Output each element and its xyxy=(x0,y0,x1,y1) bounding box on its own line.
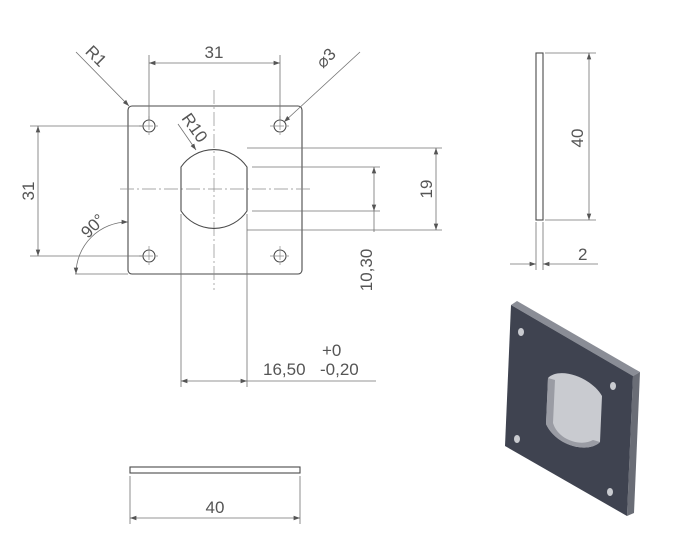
dim-text-width-31: 31 xyxy=(205,43,224,62)
iso-hole xyxy=(514,435,520,443)
dim-text-16-50: 16,50 xyxy=(263,360,306,379)
hole-centerlines xyxy=(139,116,290,266)
dim-text-r1: R1 xyxy=(81,42,110,71)
iso-hole xyxy=(607,488,613,496)
iso-hole xyxy=(518,328,524,336)
dim-text-height-31: 31 xyxy=(19,182,38,201)
iso-cutout xyxy=(546,373,602,448)
side-view: 40 2 xyxy=(510,52,598,270)
dim-text-side-40: 40 xyxy=(568,129,587,148)
dim-text-r10: R10 xyxy=(178,110,211,146)
angle-arc-90 xyxy=(73,219,129,275)
central-cutout xyxy=(180,149,248,229)
leader-r10 xyxy=(177,123,197,151)
iso-hole xyxy=(610,382,616,390)
tolerance-lower: -0,20 xyxy=(320,360,359,379)
top-view: 40 xyxy=(129,466,301,524)
iso-cutout-wall xyxy=(546,378,600,448)
plate-outline xyxy=(127,105,303,275)
dim-text-10-30: 10,30 xyxy=(357,249,376,292)
dim-text-hole-diameter: ⌀3 xyxy=(312,44,339,71)
leader-r1 xyxy=(75,51,130,107)
tolerance-upper: +0 xyxy=(322,341,341,360)
dim-text-thickness: 2 xyxy=(578,245,587,264)
leader-hole-diameter xyxy=(283,51,361,123)
dim-text-angle: 90° xyxy=(77,210,109,242)
dim-text-19: 19 xyxy=(417,180,436,199)
iso-right-edge xyxy=(627,372,640,516)
side-plate-outline xyxy=(535,52,544,221)
dim-text-top-40: 40 xyxy=(206,498,225,517)
top-plate-outline xyxy=(129,466,301,474)
iso-top-edge xyxy=(511,301,640,376)
front-view: 31 31 R1 ⌀3 R10 90° 19 10,30 xyxy=(19,42,442,387)
corner-holes xyxy=(139,116,290,266)
isometric-view xyxy=(505,301,640,516)
